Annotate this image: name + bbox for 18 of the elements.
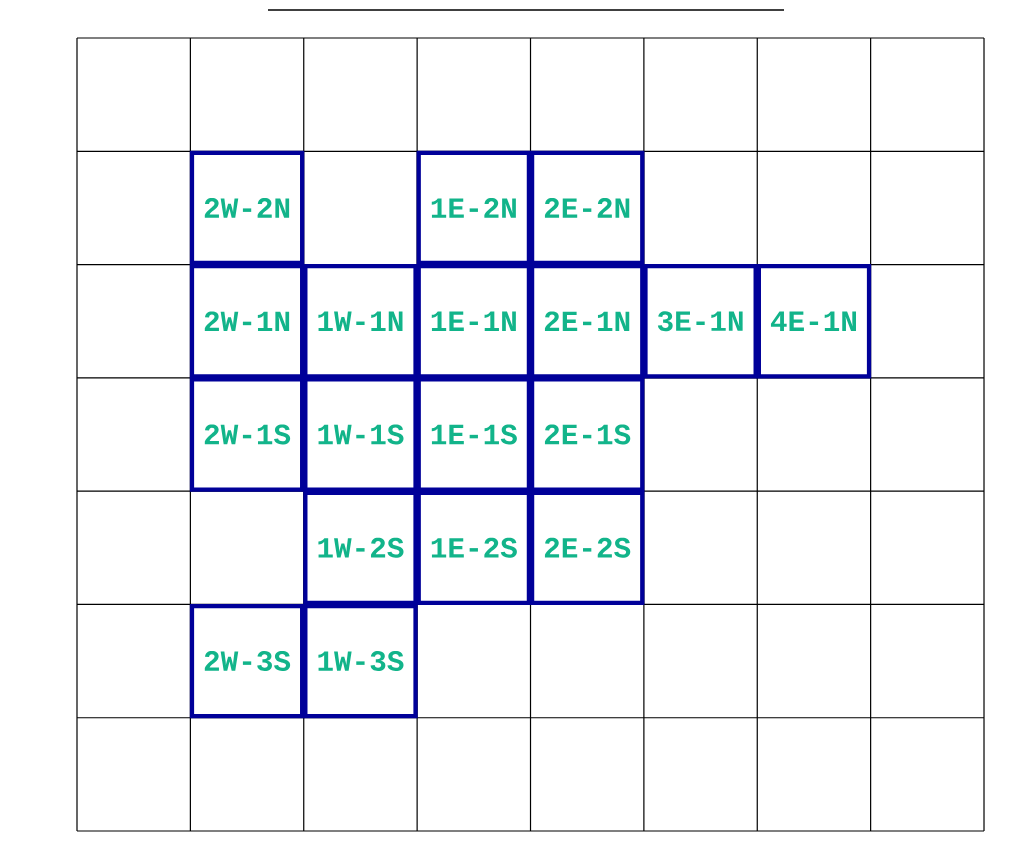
grid-cell: 1W-1N: [303, 264, 418, 379]
grid-cell: 1W-2S: [303, 490, 418, 605]
grid-cell: 1E-2S: [416, 490, 532, 605]
grid-cell: 2E-2N: [529, 150, 645, 266]
grid-cell: 2E-1N: [529, 264, 645, 379]
grid-cell: 2E-2S: [529, 490, 645, 605]
grid-cell: 1W-1S: [303, 377, 418, 492]
grid-cell: 1E-1S: [416, 377, 532, 492]
grid-cell: 2W-1S: [189, 377, 305, 492]
grid-cell: 1E-2N: [416, 150, 532, 266]
grid-cell: 2W-2N: [189, 150, 305, 266]
grid-cell: 3E-1N: [643, 264, 758, 379]
grid-cell: 4E-1N: [756, 264, 872, 379]
grid-cell: 2W-1N: [189, 264, 305, 379]
grid-cell: 2W-3S: [189, 603, 305, 719]
grid-cell: 2E-1S: [529, 377, 645, 492]
grid-cell: 1W-3S: [303, 603, 418, 719]
grid-cell: 1E-1N: [416, 264, 532, 379]
